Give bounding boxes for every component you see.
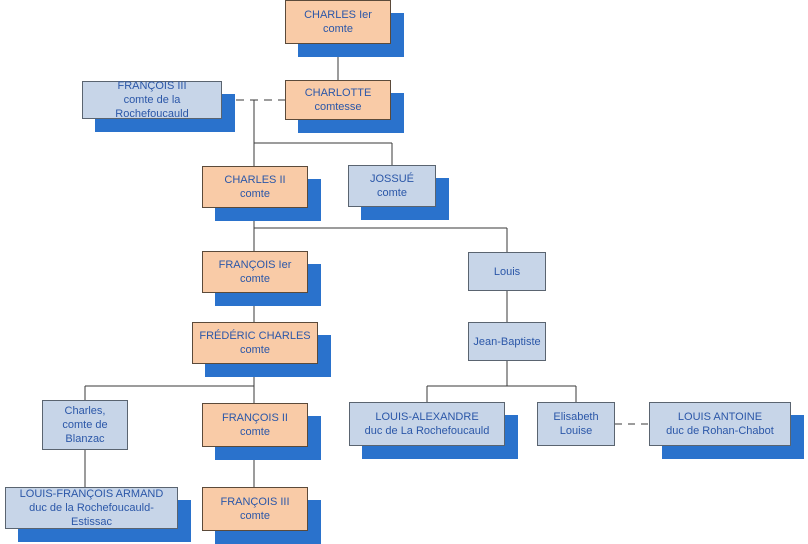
node-title: JOSSUÉ	[369, 173, 414, 185]
node-title: Charles,	[64, 405, 106, 417]
node-title: Louis	[493, 265, 521, 278]
node-body: Charles, comte de Blanzac	[42, 400, 128, 450]
node-subtitle: comte	[240, 344, 270, 356]
node-title: FRANÇOIS III	[117, 80, 187, 92]
node-body: LOUIS ANTOINE duc de Rohan-Chabot	[649, 402, 791, 446]
node-subtitle: duc de La Rochefoucauld	[364, 425, 490, 437]
node-body: FRANÇOIS II comte	[202, 403, 308, 447]
node-body: Jean-Baptiste	[468, 322, 546, 361]
node-subtitle: comte de	[62, 419, 108, 431]
node-body: LOUIS-FRANÇOIS ARMAND duc de la Rochefou…	[5, 487, 178, 529]
node-title: FRÉDÉRIC CHARLES	[199, 330, 311, 342]
node-subtitle: comtesse	[314, 101, 362, 113]
node-jossue[interactable]: JOSSUÉ comte	[348, 165, 449, 220]
node-title: FRANÇOIS II	[221, 412, 288, 424]
node-francois-ii[interactable]: FRANÇOIS II comte	[202, 403, 321, 460]
node-body: CHARLES II comte	[202, 166, 308, 208]
node-title: FRANÇOIS III	[220, 496, 290, 508]
node-body: FRANÇOIS III comte de la Rochefoucauld	[82, 80, 222, 120]
node-title: CHARLOTTE	[304, 87, 372, 99]
node-subtitle: comte	[377, 187, 407, 199]
node-francois-ier[interactable]: FRANÇOIS Ier comte	[202, 251, 321, 306]
node-subtitle: comte	[240, 188, 270, 200]
node-louis-antoine[interactable]: LOUIS ANTOINE duc de Rohan-Chabot	[649, 402, 804, 459]
node-louis[interactable]: Louis	[468, 252, 546, 291]
node-charles-ii[interactable]: CHARLES II comte	[202, 166, 321, 221]
node-francois-iii-comte[interactable]: FRANÇOIS III comte	[202, 487, 321, 544]
node-title: FRANÇOIS Ier	[218, 259, 292, 271]
node-title: CHARLES II	[224, 174, 286, 186]
node-louis-francois-armand[interactable]: LOUIS-FRANÇOIS ARMAND duc de la Rochefou…	[5, 487, 191, 542]
node-body: FRANÇOIS III comte	[202, 487, 308, 531]
node-title: Elisabeth	[553, 411, 599, 423]
node-title: LOUIS-ALEXANDRE	[375, 411, 479, 423]
node-subtitle: Louise	[559, 425, 593, 437]
node-body: FRANÇOIS Ier comte	[202, 251, 308, 293]
node-title: CHARLES Ier	[304, 9, 372, 21]
node-subtitle: comte de la Rochefoucauld	[115, 94, 189, 120]
node-body: CHARLES Ier comte	[285, 0, 391, 44]
node-body: LOUIS-ALEXANDRE duc de La Rochefoucauld	[349, 402, 505, 446]
node-charlotte[interactable]: CHARLOTTE comtesse	[285, 80, 404, 133]
node-body: CHARLOTTE comtesse	[285, 80, 391, 120]
node-subtitle: comte	[240, 273, 270, 285]
node-francois-iii-rochefoucauld[interactable]: FRANÇOIS III comte de la Rochefoucauld	[82, 80, 235, 132]
node-body: JOSSUÉ comte	[348, 165, 436, 207]
node-title: Jean-Baptiste	[473, 335, 541, 348]
node-title: LOUIS ANTOINE	[677, 411, 763, 423]
node-frederic-charles[interactable]: FRÉDÉRIC CHARLES comte	[192, 322, 331, 377]
node-body: FRÉDÉRIC CHARLES comte	[192, 322, 318, 364]
node-body: Elisabeth Louise	[537, 402, 615, 446]
node-charles-blanzac[interactable]: Charles, comte de Blanzac	[42, 400, 128, 450]
node-jean-baptiste[interactable]: Jean-Baptiste	[468, 322, 546, 361]
node-subtitle: duc de la Rochefoucauld-Estissac	[29, 502, 154, 528]
node-subtitle: comte	[240, 510, 270, 522]
node-subtitle: duc de Rohan-Chabot	[666, 425, 774, 437]
node-body: Louis	[468, 252, 546, 291]
node-subtitle: comte	[240, 426, 270, 438]
node-subtitle-2: Blanzac	[65, 433, 105, 445]
node-louis-alexandre[interactable]: LOUIS-ALEXANDRE duc de La Rochefoucauld	[349, 402, 518, 459]
node-elisabeth-louise[interactable]: Elisabeth Louise	[537, 402, 615, 446]
node-subtitle: comte	[323, 23, 353, 35]
node-charles-ier[interactable]: CHARLES Ier comte	[285, 0, 404, 57]
node-title: LOUIS-FRANÇOIS ARMAND	[19, 488, 164, 500]
